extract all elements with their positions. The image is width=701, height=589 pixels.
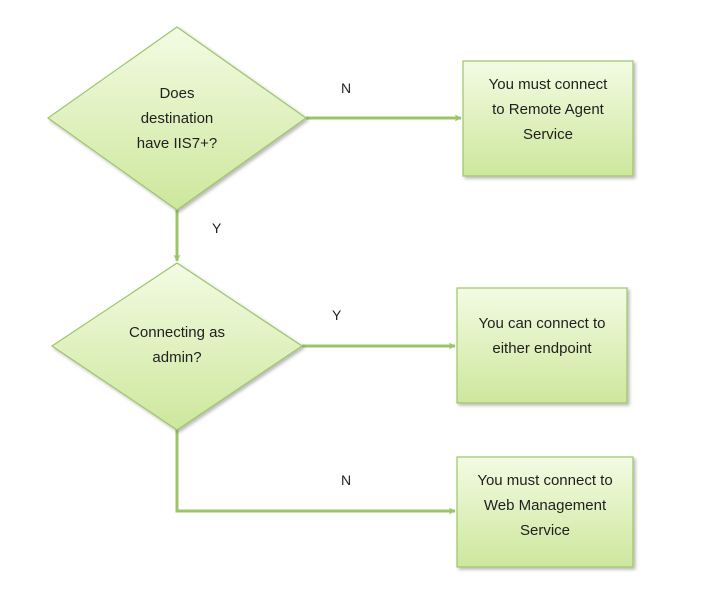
- edge-label-iis-yes: Y: [212, 220, 222, 236]
- decision-diamond-admin: [50, 262, 304, 431]
- decision-diamond-iis: [46, 26, 308, 211]
- result-box-either: [456, 287, 628, 404]
- result-box-wms: [456, 456, 634, 568]
- connector-admin-no: [175, 430, 456, 515]
- edge-label-iis-no: N: [341, 80, 352, 96]
- edge-label-admin-no: N: [341, 472, 352, 488]
- result-box-remote-agent: [462, 60, 634, 177]
- edge-label-admin-yes: Y: [332, 307, 342, 323]
